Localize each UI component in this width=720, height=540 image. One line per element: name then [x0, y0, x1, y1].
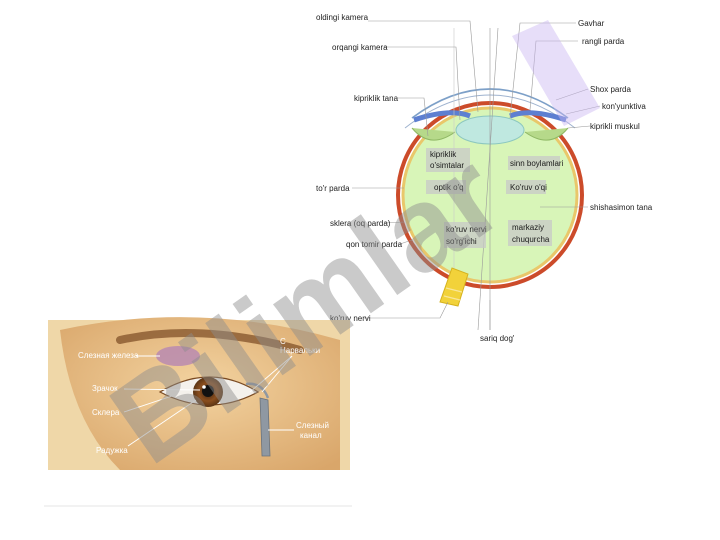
label-lens: Gavhar: [578, 19, 605, 28]
label-ciliary-processes-2: o'simtalar: [430, 161, 464, 170]
label-iris-ru: Радужка: [96, 446, 128, 455]
label-canal-bottom: канал: [300, 431, 322, 440]
optic-nerve-stripes: [443, 287, 463, 301]
label-visual-axis: Ko'ruv o'qi: [510, 183, 547, 192]
label-sclera-ru: Склера: [92, 408, 120, 417]
label-iris: rangli parda: [582, 37, 625, 46]
leader-sclera: [383, 221, 405, 224]
label-zonular-fibers: sinn boylamlari: [510, 159, 564, 168]
label-pupil-ru: Зрачок: [92, 384, 118, 393]
ciliary-processes-box: [426, 148, 470, 172]
lacrimal-gland: [156, 346, 200, 366]
label-fovea-1: markaziy: [512, 223, 544, 232]
leader-choroid: [399, 239, 413, 245]
label-retina: to'r parda: [316, 184, 350, 193]
leader-iris-photo: [127, 399, 197, 447]
label-conjunctiva: kon'yunktiva: [602, 102, 646, 111]
lacrimal-apparatus-photo: Слезная железа Зрачок Склера Радужка С Н…: [44, 317, 352, 507]
label-optic-axis: optik o'q: [434, 183, 464, 192]
visual-axis-line: [477, 27, 499, 331]
label-posterior-chamber: orqangi kamera: [332, 43, 388, 52]
iris-band-right: [509, 110, 567, 123]
label-ciliary-muscle: kiprikli muskul: [590, 122, 640, 131]
pupil-highlight: [202, 385, 206, 389]
leader-cornea: [555, 88, 589, 101]
label-cornea: Shox parda: [590, 85, 631, 94]
leader-iris: [529, 40, 578, 111]
label-lacrimal-gland: Слезная железа: [78, 351, 139, 360]
leader-anterior-chamber: [368, 20, 479, 113]
label-puncta-top: С: [280, 337, 286, 346]
leader-ciliary-muscle: [567, 125, 591, 129]
leader-optic-nerve: [364, 301, 449, 319]
label-sclera: sklera (oq parda): [330, 219, 391, 228]
leader-pupil: [123, 388, 201, 391]
leader-ciliary-body: [398, 97, 429, 137]
iris-band: [413, 110, 471, 123]
visual-axis-box: [506, 180, 546, 194]
leader-puncta-1: [249, 355, 293, 393]
ciliary-body-left: [411, 127, 456, 141]
watermark-lavender-shape: [512, 20, 600, 126]
label-vitreous-body: shishasimon tana: [590, 203, 653, 212]
optic-disc-box: [444, 222, 486, 248]
label-ciliary-body: kipriklik tana: [354, 94, 399, 103]
optic-axis-box: [426, 180, 466, 194]
label-fovea-2: chuqurcha: [512, 235, 550, 244]
label-choroid: qon tomir parda: [346, 240, 403, 249]
label-optic-disc-1: ko'ruv nervi: [446, 225, 487, 234]
ciliary-body-right: [524, 127, 569, 141]
lacrimal-canal: [259, 397, 271, 457]
leader-lens: [509, 22, 576, 119]
eyebrow: [116, 329, 304, 354]
label-puncta: Нарвальки: [280, 346, 320, 355]
eye-cross-section-diagram: kipriklik o'simtalar optik o'q sinn boyl…: [316, 13, 653, 343]
label-anterior-chamber: oldingi kamera: [316, 13, 369, 22]
leader-conjunctiva: [565, 105, 601, 115]
label-optic-disc-2: so'rg'ichi: [446, 237, 477, 246]
leader-puncta-2: [261, 355, 293, 393]
fovea-box: [508, 220, 552, 246]
label-yellow-spot: sariq dog': [480, 334, 515, 343]
label-optic-nerve: ko'ruv nervi: [330, 314, 371, 323]
lacrimal-duct-upper: [245, 382, 270, 399]
leader-sclera-photo: [123, 395, 173, 413]
label-ciliary-processes-1: kipriklik: [430, 150, 457, 159]
zonular-fibers-box: [508, 156, 560, 170]
leader-posterior-chamber: [384, 46, 461, 121]
label-canal-top: Слезный: [296, 421, 329, 430]
